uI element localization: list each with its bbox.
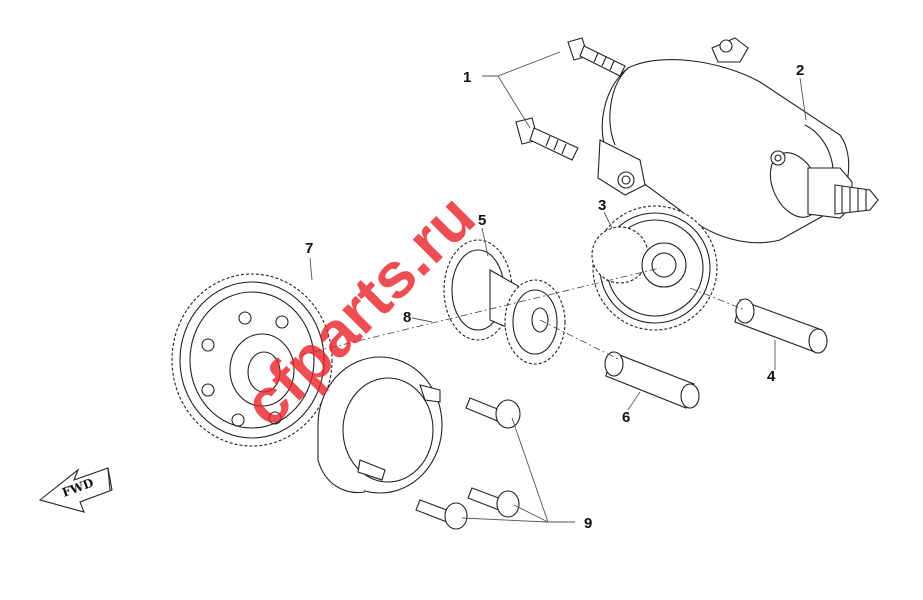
callout-4: 4 bbox=[767, 368, 776, 385]
leader-lines bbox=[309, 51, 807, 523]
shaft-pin-6 bbox=[604, 351, 700, 409]
assembly-axes bbox=[299, 267, 746, 361]
one-way-clutch bbox=[317, 356, 443, 494]
callout-8: 8 bbox=[403, 309, 411, 326]
callout-5: 5 bbox=[478, 212, 486, 229]
reduction-gear bbox=[591, 205, 718, 331]
bolt-lower bbox=[515, 117, 579, 161]
cap-screw-b bbox=[467, 487, 520, 518]
cap-screw-a bbox=[465, 397, 521, 429]
fwd-arrow-icon: FWD bbox=[38, 467, 113, 513]
callout-3: 3 bbox=[598, 197, 606, 214]
cap-screw-c bbox=[415, 499, 468, 530]
callout-7: 7 bbox=[305, 240, 313, 257]
starter-motor bbox=[597, 37, 879, 244]
callout-2: 2 bbox=[796, 62, 804, 79]
callout-1: 1 bbox=[463, 69, 471, 86]
bolt-upper bbox=[567, 37, 626, 77]
idler-gear bbox=[443, 239, 566, 365]
callout-6: 6 bbox=[622, 409, 630, 426]
shaft-pin-4 bbox=[734, 298, 828, 354]
starter-driven-gear bbox=[171, 273, 333, 447]
callout-9: 9 bbox=[584, 515, 592, 532]
